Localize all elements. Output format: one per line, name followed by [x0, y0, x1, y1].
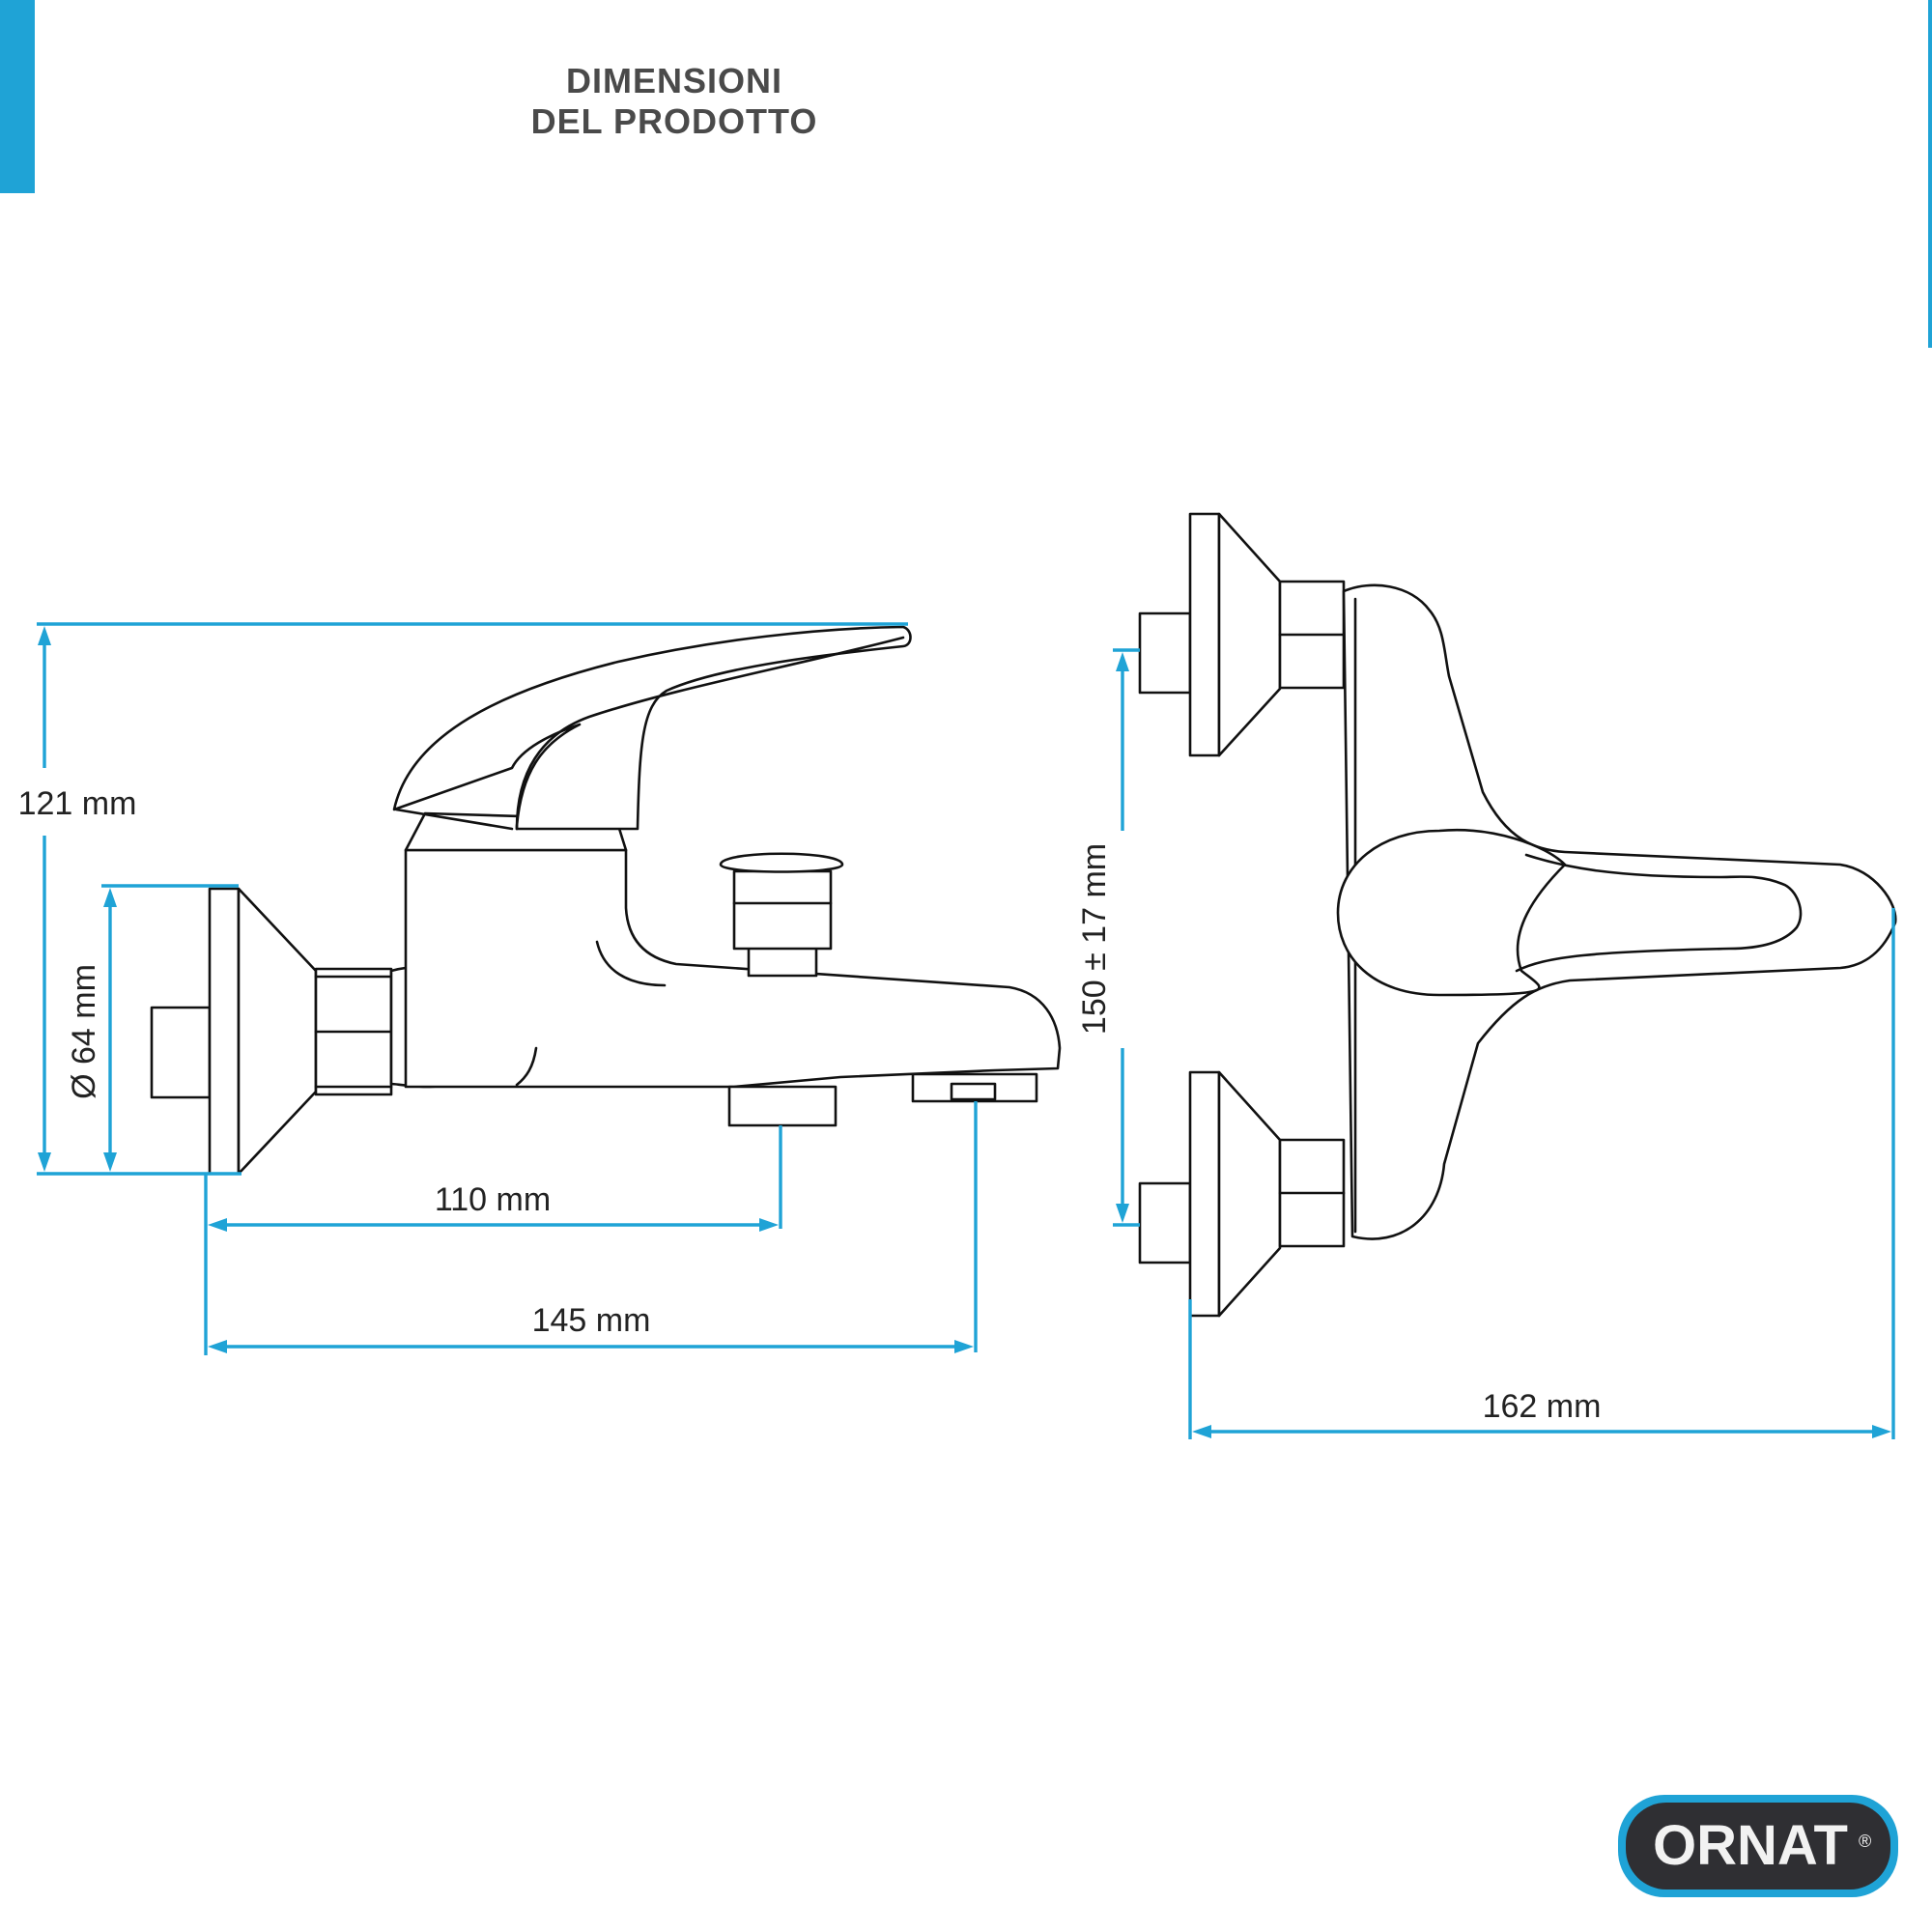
height-arrow-top	[38, 626, 51, 645]
logo-text: ORNAT	[1653, 1814, 1848, 1877]
dimension-lines	[37, 622, 1895, 1439]
wall-pipe-stub	[150, 1006, 212, 1099]
outlet-arrow-left	[208, 1218, 227, 1232]
brand-logo: ORNAT ®	[1618, 1795, 1898, 1897]
flange-diameter-label: Ø 64 mm	[66, 964, 102, 1099]
shower-connector-slot	[950, 1082, 997, 1101]
spout-arrow-right	[954, 1340, 974, 1353]
accent-bar	[0, 0, 35, 193]
lever-handle-inner	[394, 636, 905, 831]
spout-length-label: 145 mm	[532, 1302, 651, 1339]
diverter-knob-cap	[719, 852, 844, 873]
height-arrow-bottom	[38, 1152, 51, 1172]
outlet-arrow-right	[759, 1218, 779, 1232]
width-arrow-right	[1872, 1425, 1891, 1438]
dimension-labels: 121 mm Ø 64 mm 110 mm 145 mm 150 ± 17 mm…	[18, 785, 1602, 1425]
title-line-1: DIMENSIONI	[566, 61, 782, 100]
width-arrow-left	[1192, 1425, 1211, 1438]
logo-badge-inner	[1626, 1803, 1890, 1889]
diverter-stem	[747, 945, 818, 978]
body-front	[1342, 583, 1897, 1240]
side-view-faucet	[150, 625, 1062, 1176]
body-cutout-arc	[595, 940, 667, 987]
wall-flange-cone	[237, 887, 318, 1176]
handle-hub	[1336, 828, 1567, 997]
upper-flange-plate	[1188, 512, 1221, 757]
front-view-faucet	[1138, 512, 1897, 1318]
elbow-shadow-arc	[515, 1046, 538, 1087]
flange-arrow-top	[103, 888, 117, 907]
center-arrow-bottom	[1116, 1204, 1129, 1223]
body-and-spout	[404, 848, 1062, 1089]
height-label: 121 mm	[18, 785, 137, 822]
title-line-2: DEL PRODOTTO	[531, 101, 818, 141]
lower-flange-plate	[1188, 1070, 1221, 1318]
upper-pipe-stub	[1138, 611, 1192, 695]
spout-arrow-left	[208, 1340, 227, 1353]
total-width-label: 162 mm	[1483, 1388, 1602, 1425]
right-edge-line	[1928, 0, 1932, 348]
diverter-knob-body	[732, 869, 833, 951]
center-arrow-top	[1116, 652, 1129, 671]
wall-flange-plate	[208, 887, 241, 1176]
logo-registered-mark: ®	[1859, 1832, 1871, 1851]
lever-handle	[392, 625, 912, 831]
flange-arrow-bottom	[103, 1152, 117, 1172]
spout-outlet	[727, 1085, 838, 1127]
upper-flange-cone	[1217, 512, 1282, 757]
lever-inner-outline	[1515, 853, 1803, 973]
center-distance-label: 150 ± 17 mm	[1076, 843, 1113, 1035]
lower-pipe-stub	[1138, 1181, 1192, 1264]
lower-flange-cone	[1217, 1070, 1282, 1318]
outlet-distance-label: 110 mm	[435, 1181, 551, 1218]
